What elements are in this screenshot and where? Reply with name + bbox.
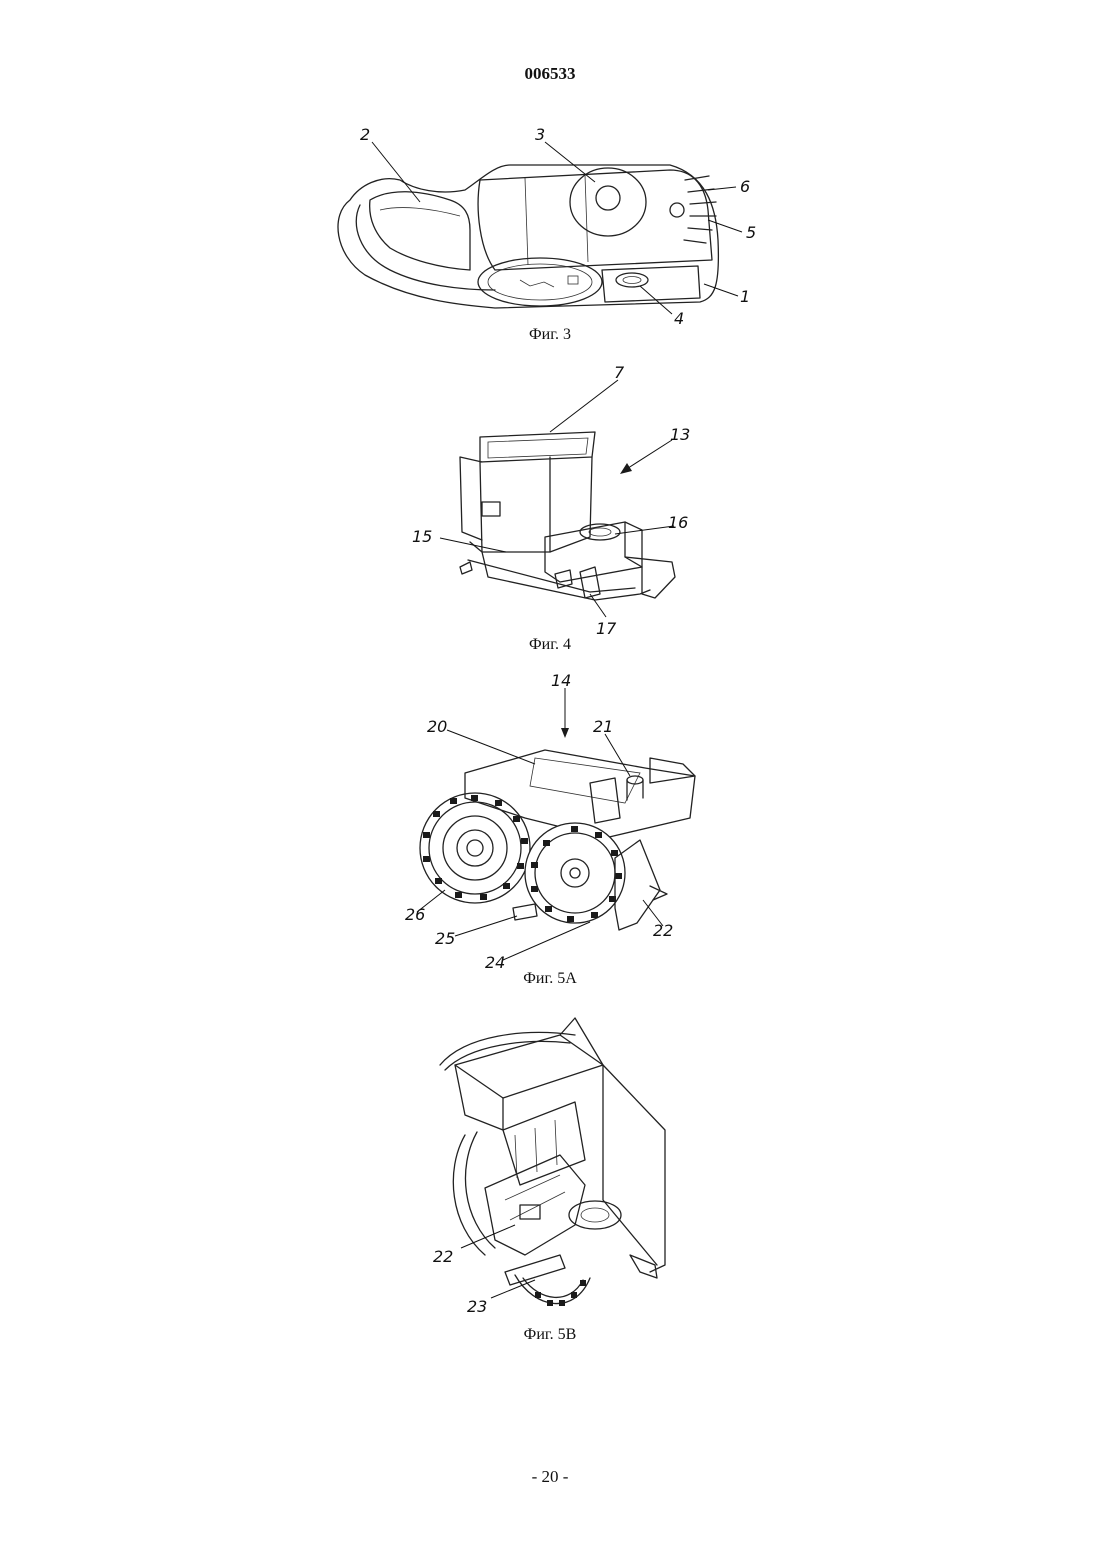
callout-21: 21 bbox=[593, 717, 613, 736]
callout-1: 1 bbox=[740, 287, 750, 306]
gear-23-teeth bbox=[535, 1280, 586, 1306]
callout-5: 5 bbox=[746, 223, 756, 242]
callout-26: 26 bbox=[405, 905, 425, 924]
figure-4-caption: Фиг. 4 bbox=[0, 636, 1100, 654]
figure-5b-drawing: 22 23 bbox=[425, 1010, 675, 1325]
page-number: - 20 - bbox=[0, 1467, 1100, 1487]
callout-22a: 22 bbox=[653, 921, 673, 940]
callout-23: 23 bbox=[467, 1297, 487, 1316]
callout-15: 15 bbox=[412, 527, 432, 546]
callout-20: 20 bbox=[427, 717, 447, 736]
callout-3: 3 bbox=[535, 125, 545, 144]
callout-13: 13 bbox=[670, 425, 690, 444]
document-number: 006533 bbox=[0, 64, 1100, 84]
callout-22b: 22 bbox=[433, 1247, 453, 1266]
figure-4-drawing: 7 13 16 15 17 bbox=[410, 362, 710, 637]
callout-14: 14 bbox=[551, 671, 571, 690]
callout-6: 6 bbox=[740, 177, 750, 196]
figure-5a-caption: Фиг. 5A bbox=[0, 970, 1100, 988]
figure-5b-caption: Фиг. 5B bbox=[0, 1326, 1100, 1344]
callout-7: 7 bbox=[614, 363, 625, 382]
figure-3-drawing: 2 3 6 5 1 4 bbox=[320, 120, 780, 330]
figure-5a-drawing: 14 20 21 26 25 22 24 bbox=[405, 668, 715, 970]
gear-26-teeth bbox=[423, 795, 528, 900]
figure-3-caption: Фиг. 3 bbox=[0, 326, 1100, 344]
callout-25: 25 bbox=[435, 929, 455, 948]
callout-2: 2 bbox=[360, 125, 370, 144]
callout-16: 16 bbox=[668, 513, 688, 532]
